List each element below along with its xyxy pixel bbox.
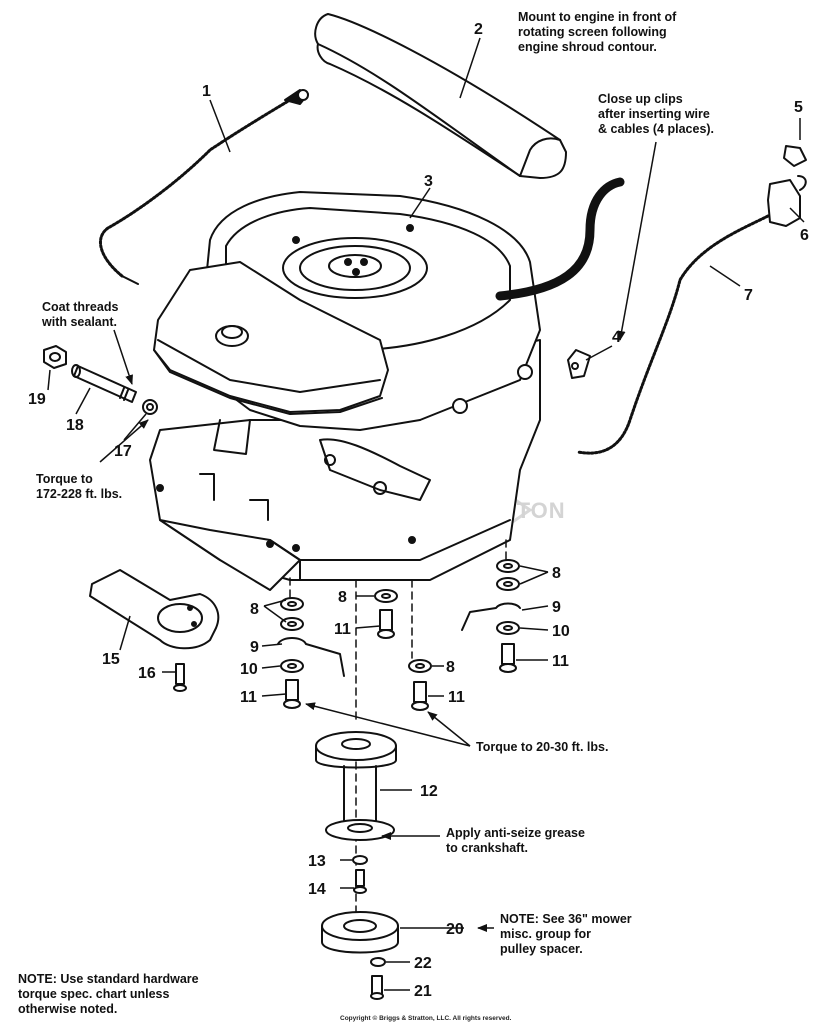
callout-1: 1 (202, 83, 211, 100)
callout-7: 7 (744, 287, 753, 304)
callout-numbers: 1 2 3 4 5 6 7 8 8 8 8 9 9 10 10 11 11 11… (28, 21, 809, 1000)
leader-lines (47, 37, 805, 991)
note-coat-threads: Coat threads with sealant. (42, 300, 119, 329)
callout-2: 2 (474, 21, 483, 38)
callout-21: 21 (414, 983, 432, 1000)
part-21-bolt (370, 975, 384, 1000)
callout-11-left: 11 (240, 689, 257, 706)
left-hardware-stack (277, 597, 345, 709)
note-mower-spacer: NOTE: See 36" mower misc. group for pull… (500, 912, 632, 956)
callout-13: 13 (308, 853, 326, 870)
part-2-seal-strip (314, 13, 567, 179)
note-mount-strip: Mount to engine in front of rotating scr… (518, 10, 677, 54)
callout-20: 20 (446, 921, 464, 938)
part-1-choke-cable (99, 89, 309, 285)
part-15-deflector (89, 569, 220, 650)
part-7-throttle-cable (576, 214, 770, 455)
note-torque-nut: Torque to 172-228 ft. lbs. (36, 472, 123, 501)
part-20-pulley-spacer (321, 911, 399, 954)
callout-14: 14 (308, 881, 326, 898)
callout-12: 12 (420, 783, 438, 800)
part-4-cable-clip (567, 349, 591, 379)
callout-22: 22 (414, 955, 432, 972)
callout-4: 4 (612, 329, 621, 346)
callout-10-right: 10 (552, 623, 570, 640)
center-hardware-stack (374, 589, 432, 711)
note-close-clips: Close up clips after inserting wire & ca… (598, 92, 715, 136)
callout-19: 19 (28, 391, 46, 408)
part-16-screw (173, 663, 187, 692)
callout-6: 6 (800, 227, 809, 244)
callout-9-left: 9 (250, 639, 259, 656)
callout-8-lower: 8 (446, 659, 455, 676)
callout-11-center: 11 (334, 621, 351, 638)
callout-17: 17 (114, 443, 132, 460)
right-hardware-stack (461, 559, 521, 673)
fuel-hose (495, 177, 625, 301)
part-13-washer (352, 855, 368, 865)
callout-8-right: 8 (552, 565, 561, 582)
callout-5: 5 (794, 99, 803, 116)
callout-16: 16 (138, 665, 156, 682)
alignment-lines (289, 539, 507, 931)
part-14-bolt (353, 869, 367, 894)
callout-11-right: 11 (552, 653, 569, 670)
callout-15: 15 (102, 651, 120, 668)
part-5-6-throttle-bracket (767, 145, 807, 227)
note-anti-seize: Apply anti-seize grease to crankshaft. (446, 826, 585, 855)
engine-assembly (149, 191, 541, 591)
note-torque-bolts: Torque to 20-30 ft. lbs. (476, 740, 609, 754)
callout-9-right: 9 (552, 599, 561, 616)
part-18-pipe (71, 364, 137, 403)
part-12-pulley (315, 731, 397, 841)
callout-8-left: 8 (250, 601, 259, 618)
part-19-nut (43, 345, 67, 369)
part-22-washer (370, 957, 386, 967)
part-17-lockwasher (142, 399, 158, 415)
callout-11-lower: 11 (448, 689, 465, 706)
callout-10-left: 10 (240, 661, 258, 678)
callout-18: 18 (66, 417, 84, 434)
copyright-text: Copyright © Briggs & Stratton, LLC. All … (340, 1015, 512, 1022)
callout-8-center: 8 (338, 589, 347, 606)
note-hardware-torque: NOTE: Use standard hardware torque spec.… (18, 972, 199, 1016)
callout-3: 3 (424, 173, 433, 190)
